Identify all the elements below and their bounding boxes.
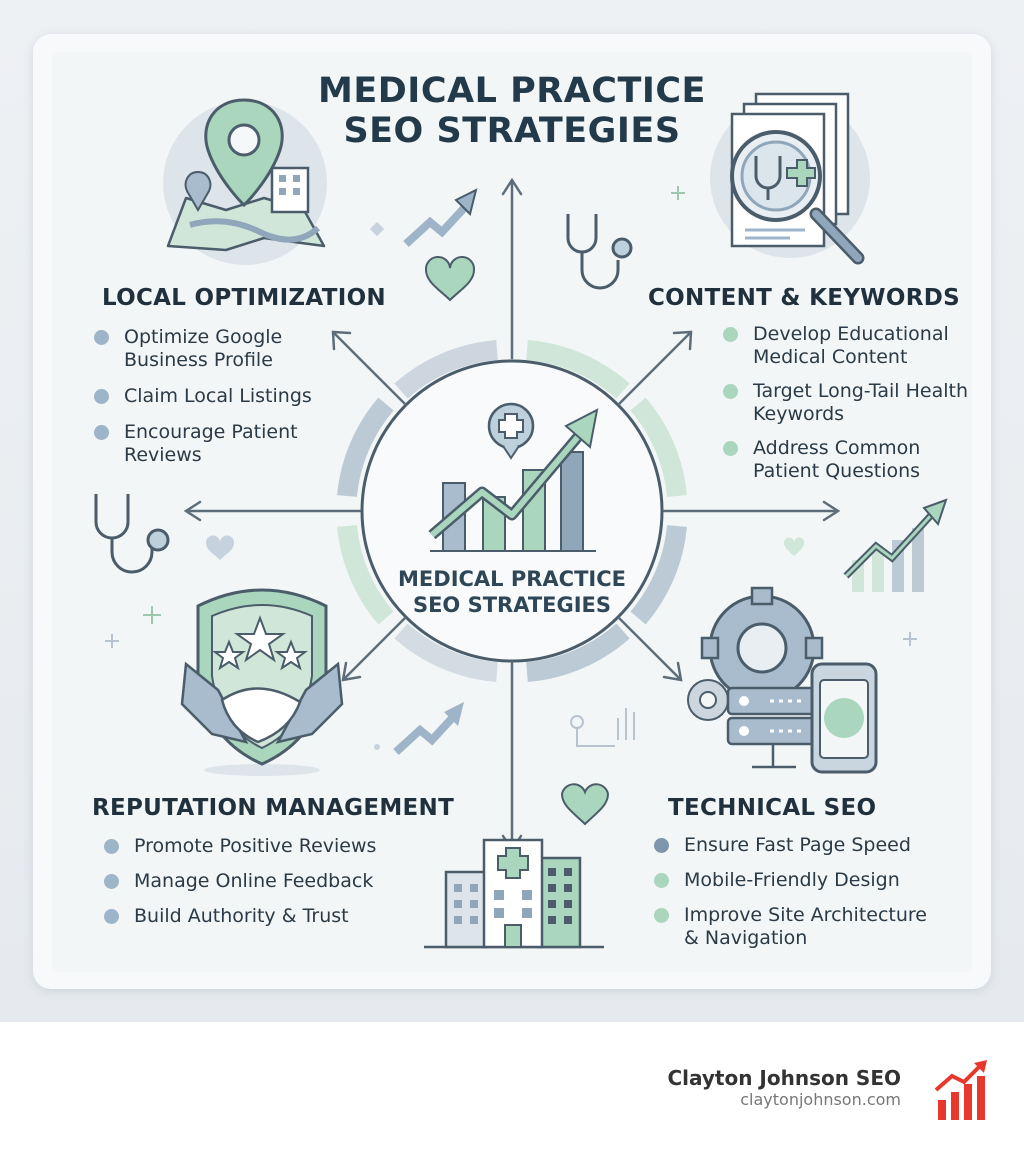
bullet-dot bbox=[654, 908, 669, 923]
brand-block: Clayton Johnson SEO claytonjohnson.com bbox=[667, 1066, 901, 1110]
bullet-dot bbox=[94, 425, 109, 440]
list-item: Target Long-Tail Health Keywords bbox=[723, 380, 971, 426]
bullet-dot bbox=[104, 909, 119, 924]
hospital-icon bbox=[424, 838, 604, 949]
stethoscope-icon bbox=[566, 214, 633, 290]
map-pin-icon bbox=[163, 98, 327, 265]
small-growth-sketch bbox=[570, 708, 635, 747]
trend-arrow-icon-2 bbox=[393, 702, 464, 755]
center-title-line1: MEDICAL PRACTICE bbox=[398, 567, 626, 591]
bullet-dot bbox=[654, 873, 669, 888]
list-item: Develop Educational Medical Content bbox=[723, 323, 971, 369]
shield-handshake-icon bbox=[180, 588, 344, 776]
list-item: Mobile-Friendly Design bbox=[654, 869, 944, 892]
brand-name: Clayton Johnson SEO bbox=[667, 1066, 901, 1090]
list-item: Address Common Patient Questions bbox=[723, 437, 971, 483]
heart-icon bbox=[205, 256, 805, 826]
list-item: Improve Site Architecture & Navigation bbox=[654, 904, 944, 950]
connector-arrows bbox=[183, 177, 841, 853]
main-title-line2: SEO STRATEGIES bbox=[343, 111, 681, 151]
main-title-line1: MEDICAL PRACTICE bbox=[318, 71, 706, 111]
brand-url: claytonjohnson.com bbox=[740, 1090, 901, 1109]
list-item: Claim Local Listings bbox=[94, 385, 334, 408]
diagram-artwork bbox=[94, 92, 948, 949]
list-item: Optimize Google Business Profile bbox=[94, 326, 334, 372]
center-ring bbox=[337, 340, 687, 682]
decorative-plus-icons bbox=[105, 186, 917, 648]
center-title-line2: SEO STRATEGIES bbox=[412, 593, 612, 617]
footer bbox=[0, 1022, 1024, 1154]
stethoscope-icon-left bbox=[94, 494, 170, 574]
reputation-list: Promote Positive Reviews Manage Online F… bbox=[104, 835, 424, 928]
medical-cross-icon bbox=[487, 402, 535, 460]
list-item: Encourage Patient Reviews bbox=[94, 421, 334, 467]
bullet-dot bbox=[723, 441, 738, 456]
content-list: Develop Educational Medical Content Targ… bbox=[723, 323, 971, 483]
bullet-dot bbox=[104, 839, 119, 854]
section-heading-technical: TECHNICAL SEO bbox=[668, 795, 877, 821]
local-list: Optimize Google Business Profile Claim L… bbox=[94, 326, 334, 467]
gear-server-phone-icon bbox=[687, 586, 878, 774]
technical-list: Ensure Fast Page Speed Mobile-Friendly D… bbox=[654, 834, 944, 950]
brand-logo-icon bbox=[934, 1060, 987, 1120]
bullet-dot bbox=[654, 838, 669, 853]
magnifier-stethoscope-icon bbox=[710, 92, 870, 265]
bullet-dot bbox=[723, 384, 738, 399]
list-item: Manage Online Feedback bbox=[104, 870, 424, 893]
bullet-dot bbox=[723, 327, 738, 342]
bullet-dot bbox=[104, 874, 119, 889]
section-heading-content: CONTENT & KEYWORDS bbox=[648, 285, 960, 311]
growth-chart-icon bbox=[428, 408, 599, 552]
bullet-dot bbox=[94, 389, 109, 404]
list-item: Ensure Fast Page Speed bbox=[654, 834, 944, 857]
section-heading-reputation: REPUTATION MANAGEMENT bbox=[92, 795, 455, 821]
list-item: Build Authority & Trust bbox=[104, 905, 424, 928]
bullet-dot bbox=[94, 330, 109, 345]
section-heading-local: LOCAL OPTIMIZATION bbox=[102, 285, 386, 311]
growth-chart-icon-right bbox=[843, 498, 948, 592]
trend-arrow-icon bbox=[403, 188, 478, 247]
list-item: Promote Positive Reviews bbox=[104, 835, 424, 858]
